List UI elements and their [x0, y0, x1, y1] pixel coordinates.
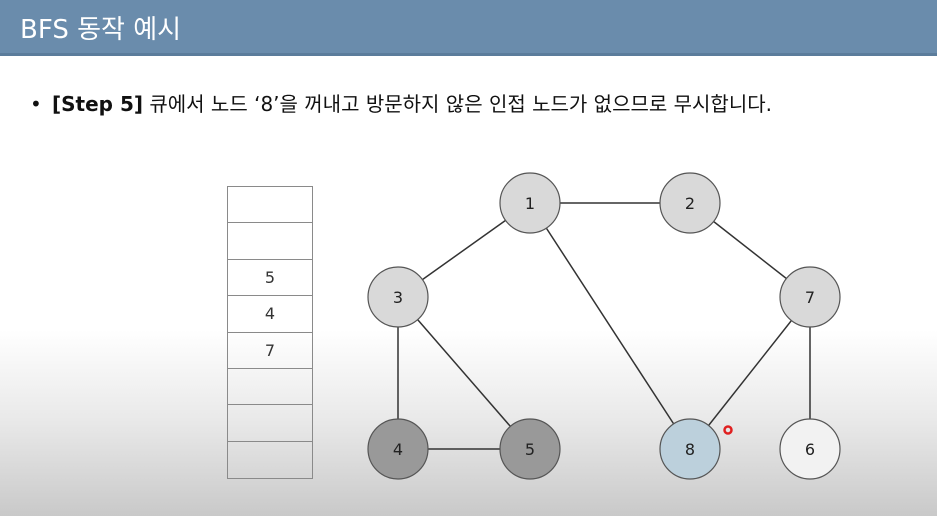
node-label: 7	[805, 288, 815, 307]
graph-nodes: 1 2 3 7 4 5 8 6	[367, 172, 841, 480]
node-circle	[367, 418, 429, 480]
graph-node-2: 2	[659, 172, 721, 234]
node-circle	[659, 418, 721, 480]
queue-cell: 7	[228, 333, 312, 369]
node-label: 5	[525, 440, 535, 459]
node-label: 1	[525, 194, 535, 213]
queue-cell	[228, 187, 312, 224]
graph-node-1: 1	[499, 172, 561, 234]
bullet-marker: •	[30, 92, 42, 116]
cursor-indicator	[723, 425, 733, 435]
queue-cell	[228, 369, 312, 406]
graph-edges	[397, 202, 811, 450]
title-bar: BFS 동작 예시	[0, 0, 937, 56]
node-circle	[659, 172, 721, 234]
node-circle	[499, 418, 561, 480]
step-label: [Step 5]	[52, 92, 144, 116]
queue-cell: 5	[228, 260, 312, 297]
edge-1-8	[529, 202, 691, 450]
graph-node-3: 3	[367, 266, 429, 328]
node-label: 8	[685, 440, 695, 459]
step-text: 큐에서 노드 ‘8’을 꺼내고 방문하지 않은 인접 노드가 없으므로 무시합니…	[143, 92, 772, 116]
queue-cell: 4	[228, 296, 312, 333]
graph-node-6: 6	[779, 418, 841, 480]
node-circle	[779, 418, 841, 480]
graph-node-4: 4	[367, 418, 429, 480]
node-label: 6	[805, 440, 815, 459]
step-description: • [Step 5] 큐에서 노드 ‘8’을 꺼내고 방문하지 않은 인접 노드가…	[30, 88, 772, 117]
queue-cell	[228, 405, 312, 442]
node-circle	[779, 266, 841, 328]
edge-7-8	[689, 296, 811, 450]
edge-3-5	[397, 296, 531, 450]
node-label: 2	[685, 194, 695, 213]
slide-title: BFS 동작 예시	[20, 15, 182, 45]
graph-node-5: 5	[499, 418, 561, 480]
queue: 5 4 7	[227, 186, 313, 480]
node-label: 4	[393, 440, 403, 459]
graph-node-7: 7	[779, 266, 841, 328]
node-circle	[367, 266, 429, 328]
graph-node-8: 8	[659, 418, 721, 480]
node-label: 3	[393, 288, 403, 307]
queue-cell	[228, 223, 312, 260]
node-circle	[499, 172, 561, 234]
